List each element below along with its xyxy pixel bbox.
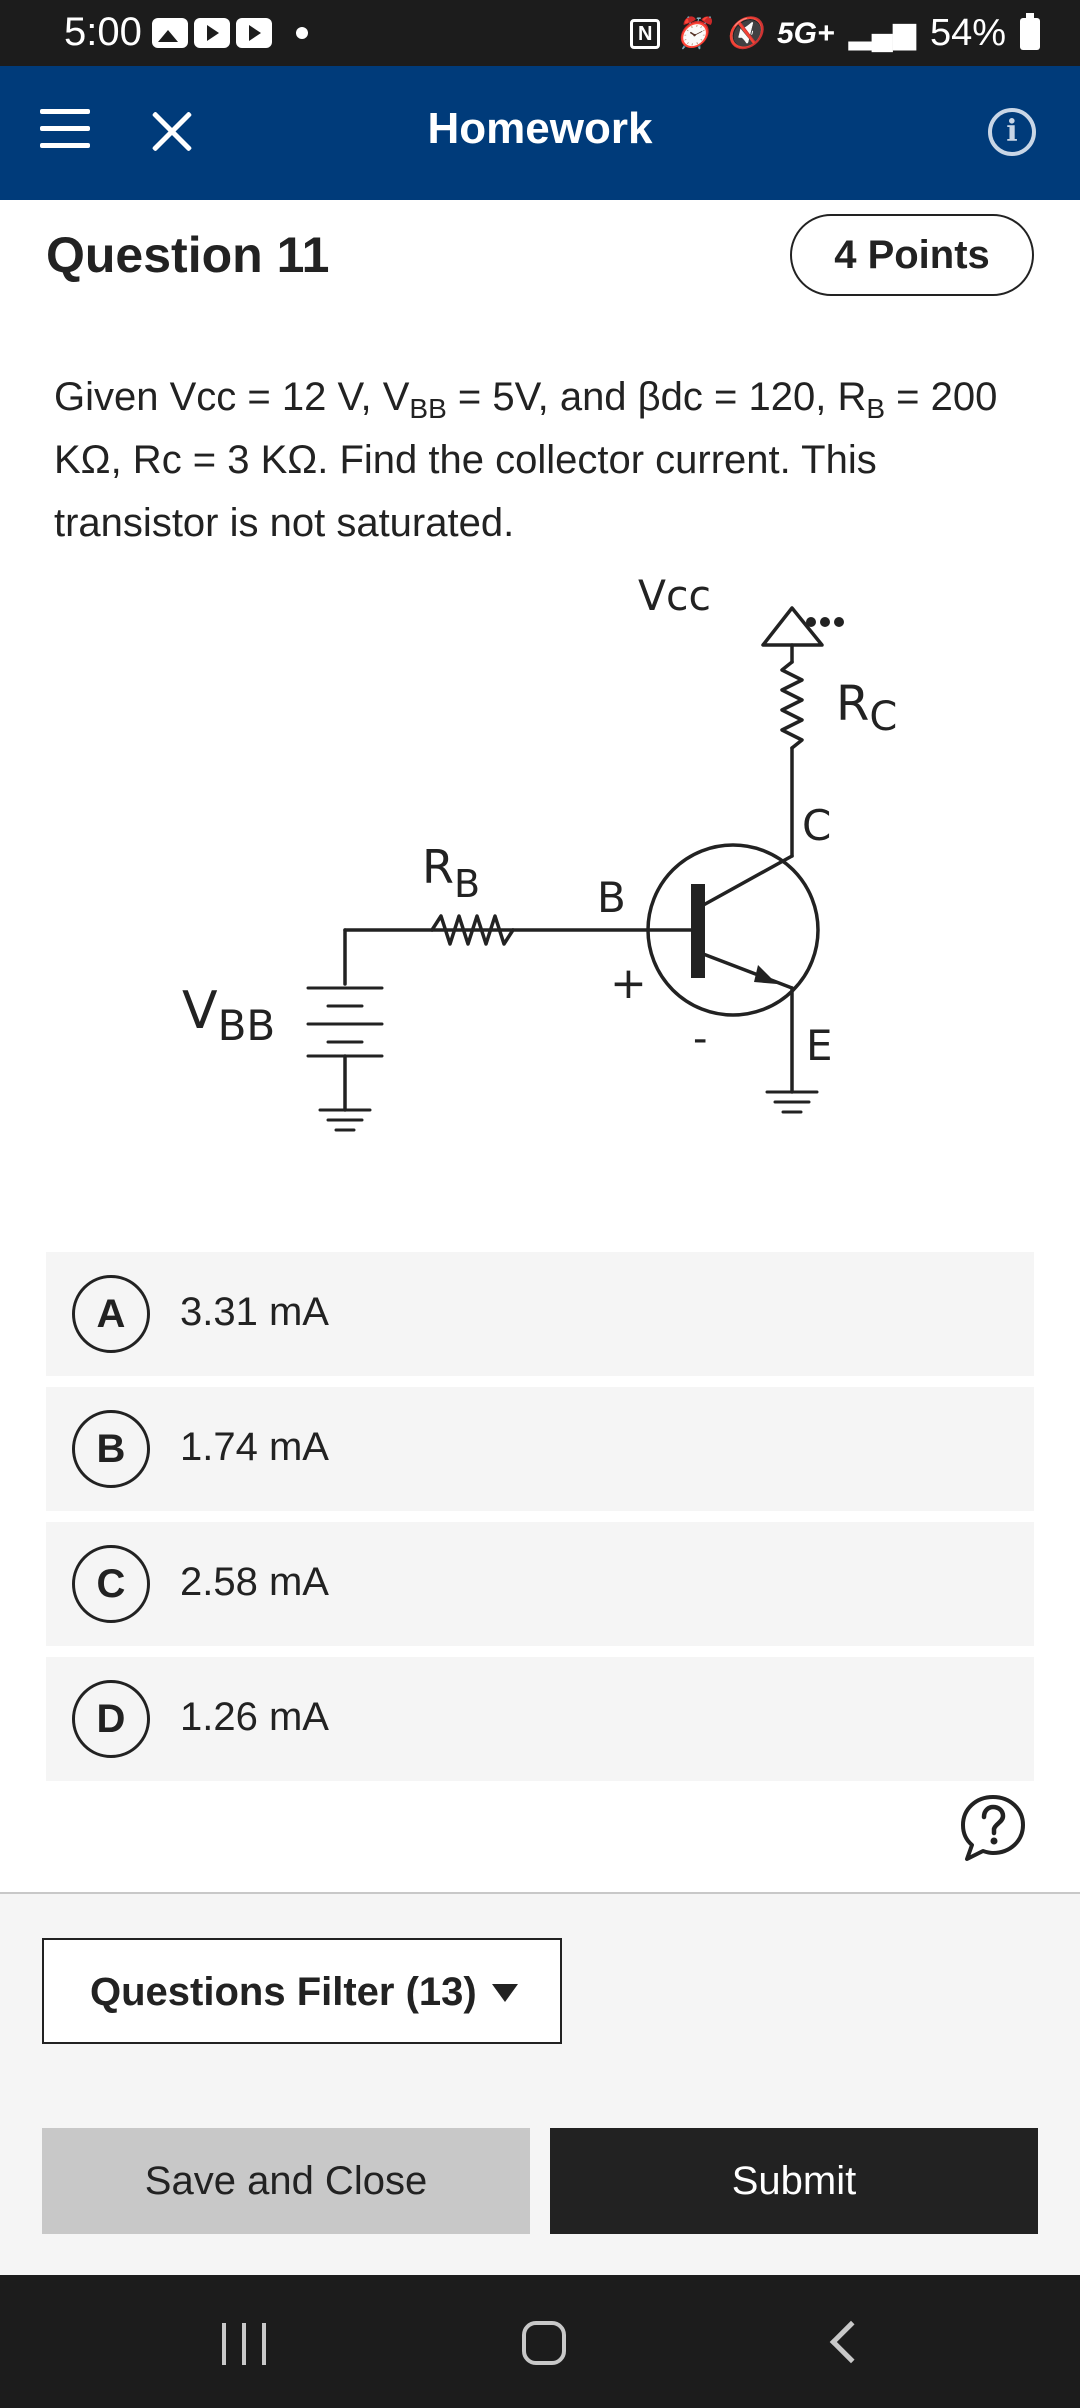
more-dot-icon bbox=[820, 617, 830, 627]
option-c[interactable]: C 2.58 mA bbox=[46, 1522, 1034, 1646]
plus-label: + bbox=[610, 958, 647, 1009]
submit-button[interactable]: Submit bbox=[550, 2128, 1038, 2234]
rc-label: RC bbox=[836, 676, 897, 740]
question-text: Given Vcc = 12 V, VBB = 5V, and βdc = 12… bbox=[54, 366, 1014, 555]
option-b[interactable]: B 1.74 mA bbox=[46, 1387, 1034, 1511]
gallery-icon bbox=[152, 18, 188, 48]
vbb-label-sub: BB bbox=[218, 1001, 276, 1050]
signal-icon: ▂▄▆ bbox=[848, 17, 916, 50]
question-title: Question 11 bbox=[46, 227, 330, 283]
app-bar: Homework i bbox=[0, 66, 1080, 200]
status-time: 5:00 bbox=[64, 10, 142, 54]
more-dot-icon bbox=[806, 617, 816, 627]
collector-label: C bbox=[802, 801, 831, 850]
network-type: 5G+ bbox=[776, 16, 835, 50]
recents-icon[interactable] bbox=[222, 2323, 266, 2365]
question-text-part: Given Vcc = 12 V, V bbox=[54, 375, 410, 419]
emitter-arrow-icon bbox=[754, 965, 777, 984]
option-text: 1.26 mA bbox=[180, 1695, 329, 1739]
option-letter-badge: C bbox=[72, 1545, 150, 1623]
system-icons: N ⏰ 🔇 5G+ ▂▄▆ 54% bbox=[630, 12, 1040, 55]
transistor-base-bar bbox=[691, 884, 705, 978]
battery-icon bbox=[1020, 12, 1040, 50]
battery-percent: 54% bbox=[929, 12, 1006, 54]
rb-label: RB bbox=[422, 840, 480, 906]
youtube-icon bbox=[236, 18, 272, 48]
question-text-part: = 5V, and βdc = 120, R bbox=[446, 375, 867, 419]
rc-label-main: R bbox=[836, 676, 869, 732]
option-text: 1.74 mA bbox=[180, 1425, 329, 1469]
save-and-close-button[interactable]: Save and Close bbox=[42, 2128, 530, 2234]
vcc-label: Vcc bbox=[638, 571, 711, 620]
option-a[interactable]: A 3.31 mA bbox=[46, 1252, 1034, 1376]
vbb-label: VBB bbox=[182, 981, 275, 1050]
option-letter-badge: B bbox=[72, 1410, 150, 1488]
back-icon[interactable] bbox=[829, 2320, 873, 2364]
rc-resistor bbox=[780, 660, 804, 750]
option-letter-badge: D bbox=[72, 1680, 150, 1758]
rb-label-main: R bbox=[422, 840, 454, 894]
questions-filter-label: Questions Filter (13) bbox=[90, 1970, 477, 2014]
rb-label-sub: B bbox=[454, 862, 480, 906]
more-dot-icon bbox=[834, 617, 844, 627]
info-icon[interactable]: i bbox=[988, 108, 1036, 156]
option-text: 2.58 mA bbox=[180, 1560, 329, 1604]
option-text: 3.31 mA bbox=[180, 1290, 329, 1334]
base-label: B bbox=[597, 873, 626, 922]
questions-filter-button[interactable]: Questions Filter (13) bbox=[42, 1938, 562, 2044]
nfc-icon: N bbox=[630, 18, 661, 49]
question-text-subscript: B bbox=[866, 393, 886, 424]
question-text-part: = 200 KΩ, Rc = 3 KΩ. Find the collector … bbox=[54, 375, 998, 545]
minus-label: - bbox=[693, 1016, 707, 1062]
vbb-label-main: V bbox=[182, 981, 218, 1041]
system-nav-bar bbox=[0, 2275, 1080, 2408]
rb-resistor bbox=[430, 914, 515, 946]
question-text-subscript: BB bbox=[409, 393, 447, 424]
alarm-icon: ⏰ bbox=[674, 17, 712, 50]
option-letter-badge: A bbox=[72, 1275, 150, 1353]
more-notifications-dot-icon bbox=[296, 27, 308, 39]
help-icon[interactable] bbox=[958, 1793, 1028, 1863]
rc-label-sub: C bbox=[869, 694, 897, 740]
notification-icons bbox=[152, 18, 308, 48]
status-bar: 5:00 N ⏰ 🔇 5G+ ▂▄▆ 54% bbox=[0, 0, 1080, 66]
youtube-icon bbox=[194, 18, 230, 48]
home-icon[interactable] bbox=[522, 2321, 566, 2365]
emitter-label: E bbox=[806, 1021, 833, 1070]
app-title: Homework bbox=[427, 104, 653, 153]
circuit-diagram: Vcc RC C RB B + - E VBB bbox=[182, 571, 897, 1132]
bottom-panel: Questions Filter (13) Save and Close Sub… bbox=[0, 1892, 1080, 2275]
menu-icon[interactable] bbox=[40, 109, 90, 153]
option-d[interactable]: D 1.26 mA bbox=[46, 1657, 1034, 1781]
caret-down-icon bbox=[492, 1984, 518, 2002]
points-badge: 4 Points bbox=[790, 214, 1034, 296]
mute-icon: 🔇 bbox=[725, 17, 763, 50]
